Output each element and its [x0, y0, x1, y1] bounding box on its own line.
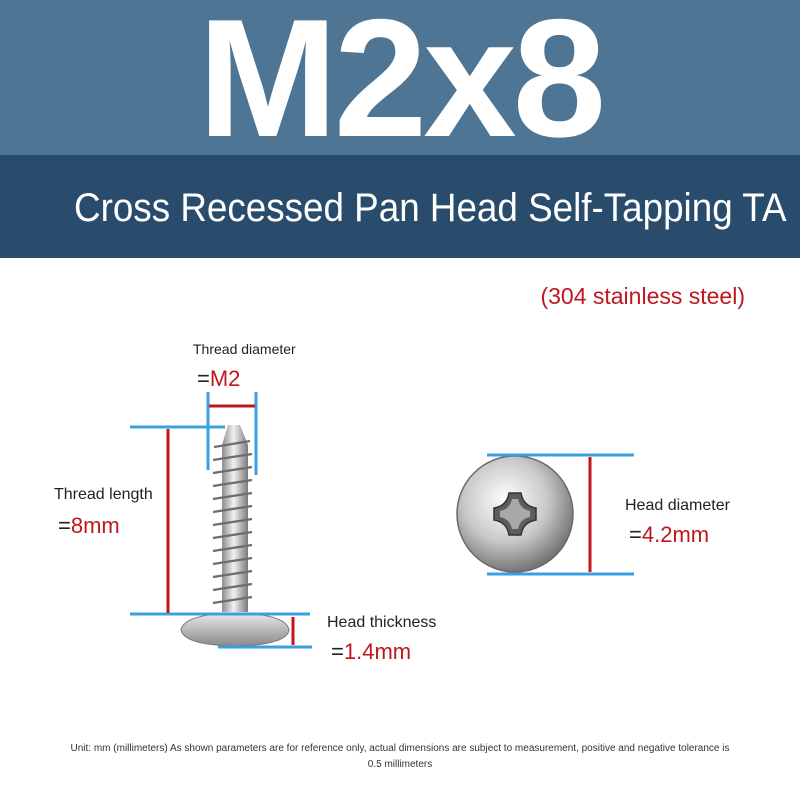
material-label: (304 stainless steel)	[540, 283, 745, 309]
thread-diameter-value: =M2	[197, 366, 241, 391]
footer-note: Unit: mm (millimeters) As shown paramete…	[70, 743, 730, 770]
dimension-measures	[166, 404, 592, 645]
dimension-guides	[130, 392, 634, 649]
screw-head-top-view	[456, 455, 574, 573]
screw-side-view	[180, 425, 290, 647]
head-thickness-value: =1.4mm	[331, 639, 412, 664]
head-diameter-value: =4.2mm	[629, 522, 710, 547]
head-diameter-label: Head diameter	[625, 497, 730, 514]
thread-length-value: =8mm	[58, 513, 120, 538]
product-subtitle: Cross Recessed Pan Head Self-Tapping TA	[74, 186, 787, 230]
thread-length-label: Thread length	[54, 486, 153, 503]
head-thickness-label: Head thickness	[327, 614, 437, 631]
subtitle-band	[0, 155, 800, 258]
size-title: M2x8	[197, 0, 606, 172]
thread-diameter-label: Thread diameter	[193, 341, 296, 357]
header-band	[0, 0, 800, 155]
